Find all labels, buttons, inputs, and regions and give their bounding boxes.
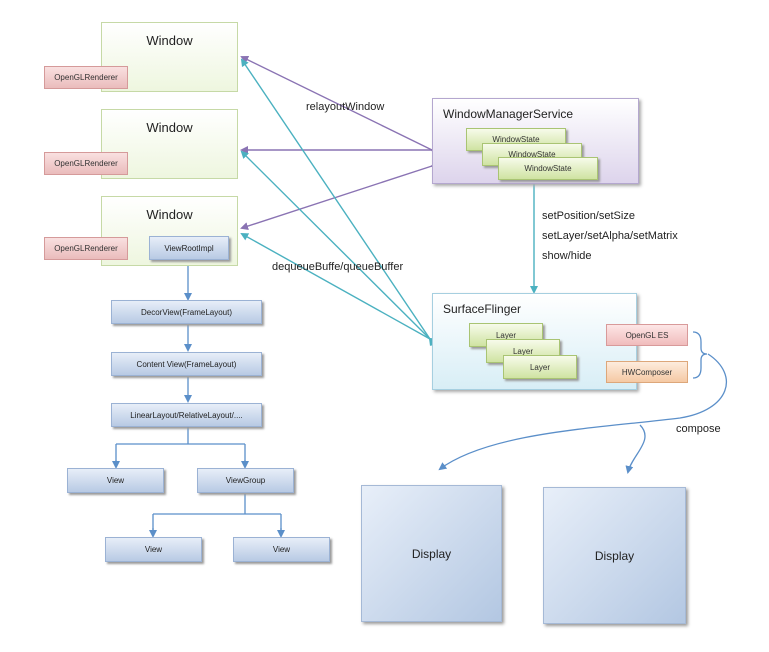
compose-arrow-right	[625, 424, 646, 474]
hw-composer: HWComposer	[606, 361, 688, 383]
window-2-title: Window	[146, 120, 193, 135]
sf-title: SurfaceFlinger	[443, 302, 522, 316]
opengl-es: OpenGL ES	[606, 324, 688, 346]
content-view: Content View(FrameLayout)	[111, 352, 262, 376]
child-view-2: View	[233, 537, 330, 562]
child-view-1: View	[105, 537, 202, 562]
window-3-title: Window	[146, 207, 193, 222]
ops-label-3: show/hide	[542, 250, 592, 262]
display-1: Display	[361, 485, 502, 622]
view-left: View	[67, 468, 164, 493]
relayout-label: relayoutWindow	[306, 101, 385, 113]
window-1-title: Window	[146, 33, 193, 48]
buffer-arrow-2	[240, 150, 438, 347]
layer-3: Layer	[503, 355, 577, 379]
view-root-impl: ViewRootImpl	[149, 236, 229, 260]
brace	[692, 331, 708, 379]
view-group: ViewGroup	[197, 468, 294, 493]
decor-view: DecorView(FrameLayout)	[111, 300, 262, 324]
window-2-renderer: OpenGLRenderer	[44, 152, 128, 175]
window-state-3: WindowState	[498, 157, 598, 180]
relayout-arrow-3	[240, 160, 439, 230]
compose-arrow-left	[438, 353, 727, 471]
dequeue-label: dequeueBuffe/queueBuffer	[272, 261, 404, 273]
buffer-arrow-3	[240, 233, 438, 346]
ops-label-2: setLayer/setAlpha/setMatrix	[542, 230, 678, 242]
display-2: Display	[543, 487, 686, 624]
ops-label-1: setPosition/setSize	[542, 210, 635, 222]
window-1-renderer: OpenGLRenderer	[44, 66, 128, 89]
window-3-renderer: OpenGLRenderer	[44, 237, 128, 260]
linear-relative-layout: LinearLayout/RelativeLayout/....	[111, 403, 262, 427]
compose-label: compose	[676, 423, 721, 435]
layout-to-children	[115, 427, 246, 466]
viewgroup-to-children	[152, 494, 282, 534]
wms-title: WindowManagerService	[443, 107, 574, 121]
